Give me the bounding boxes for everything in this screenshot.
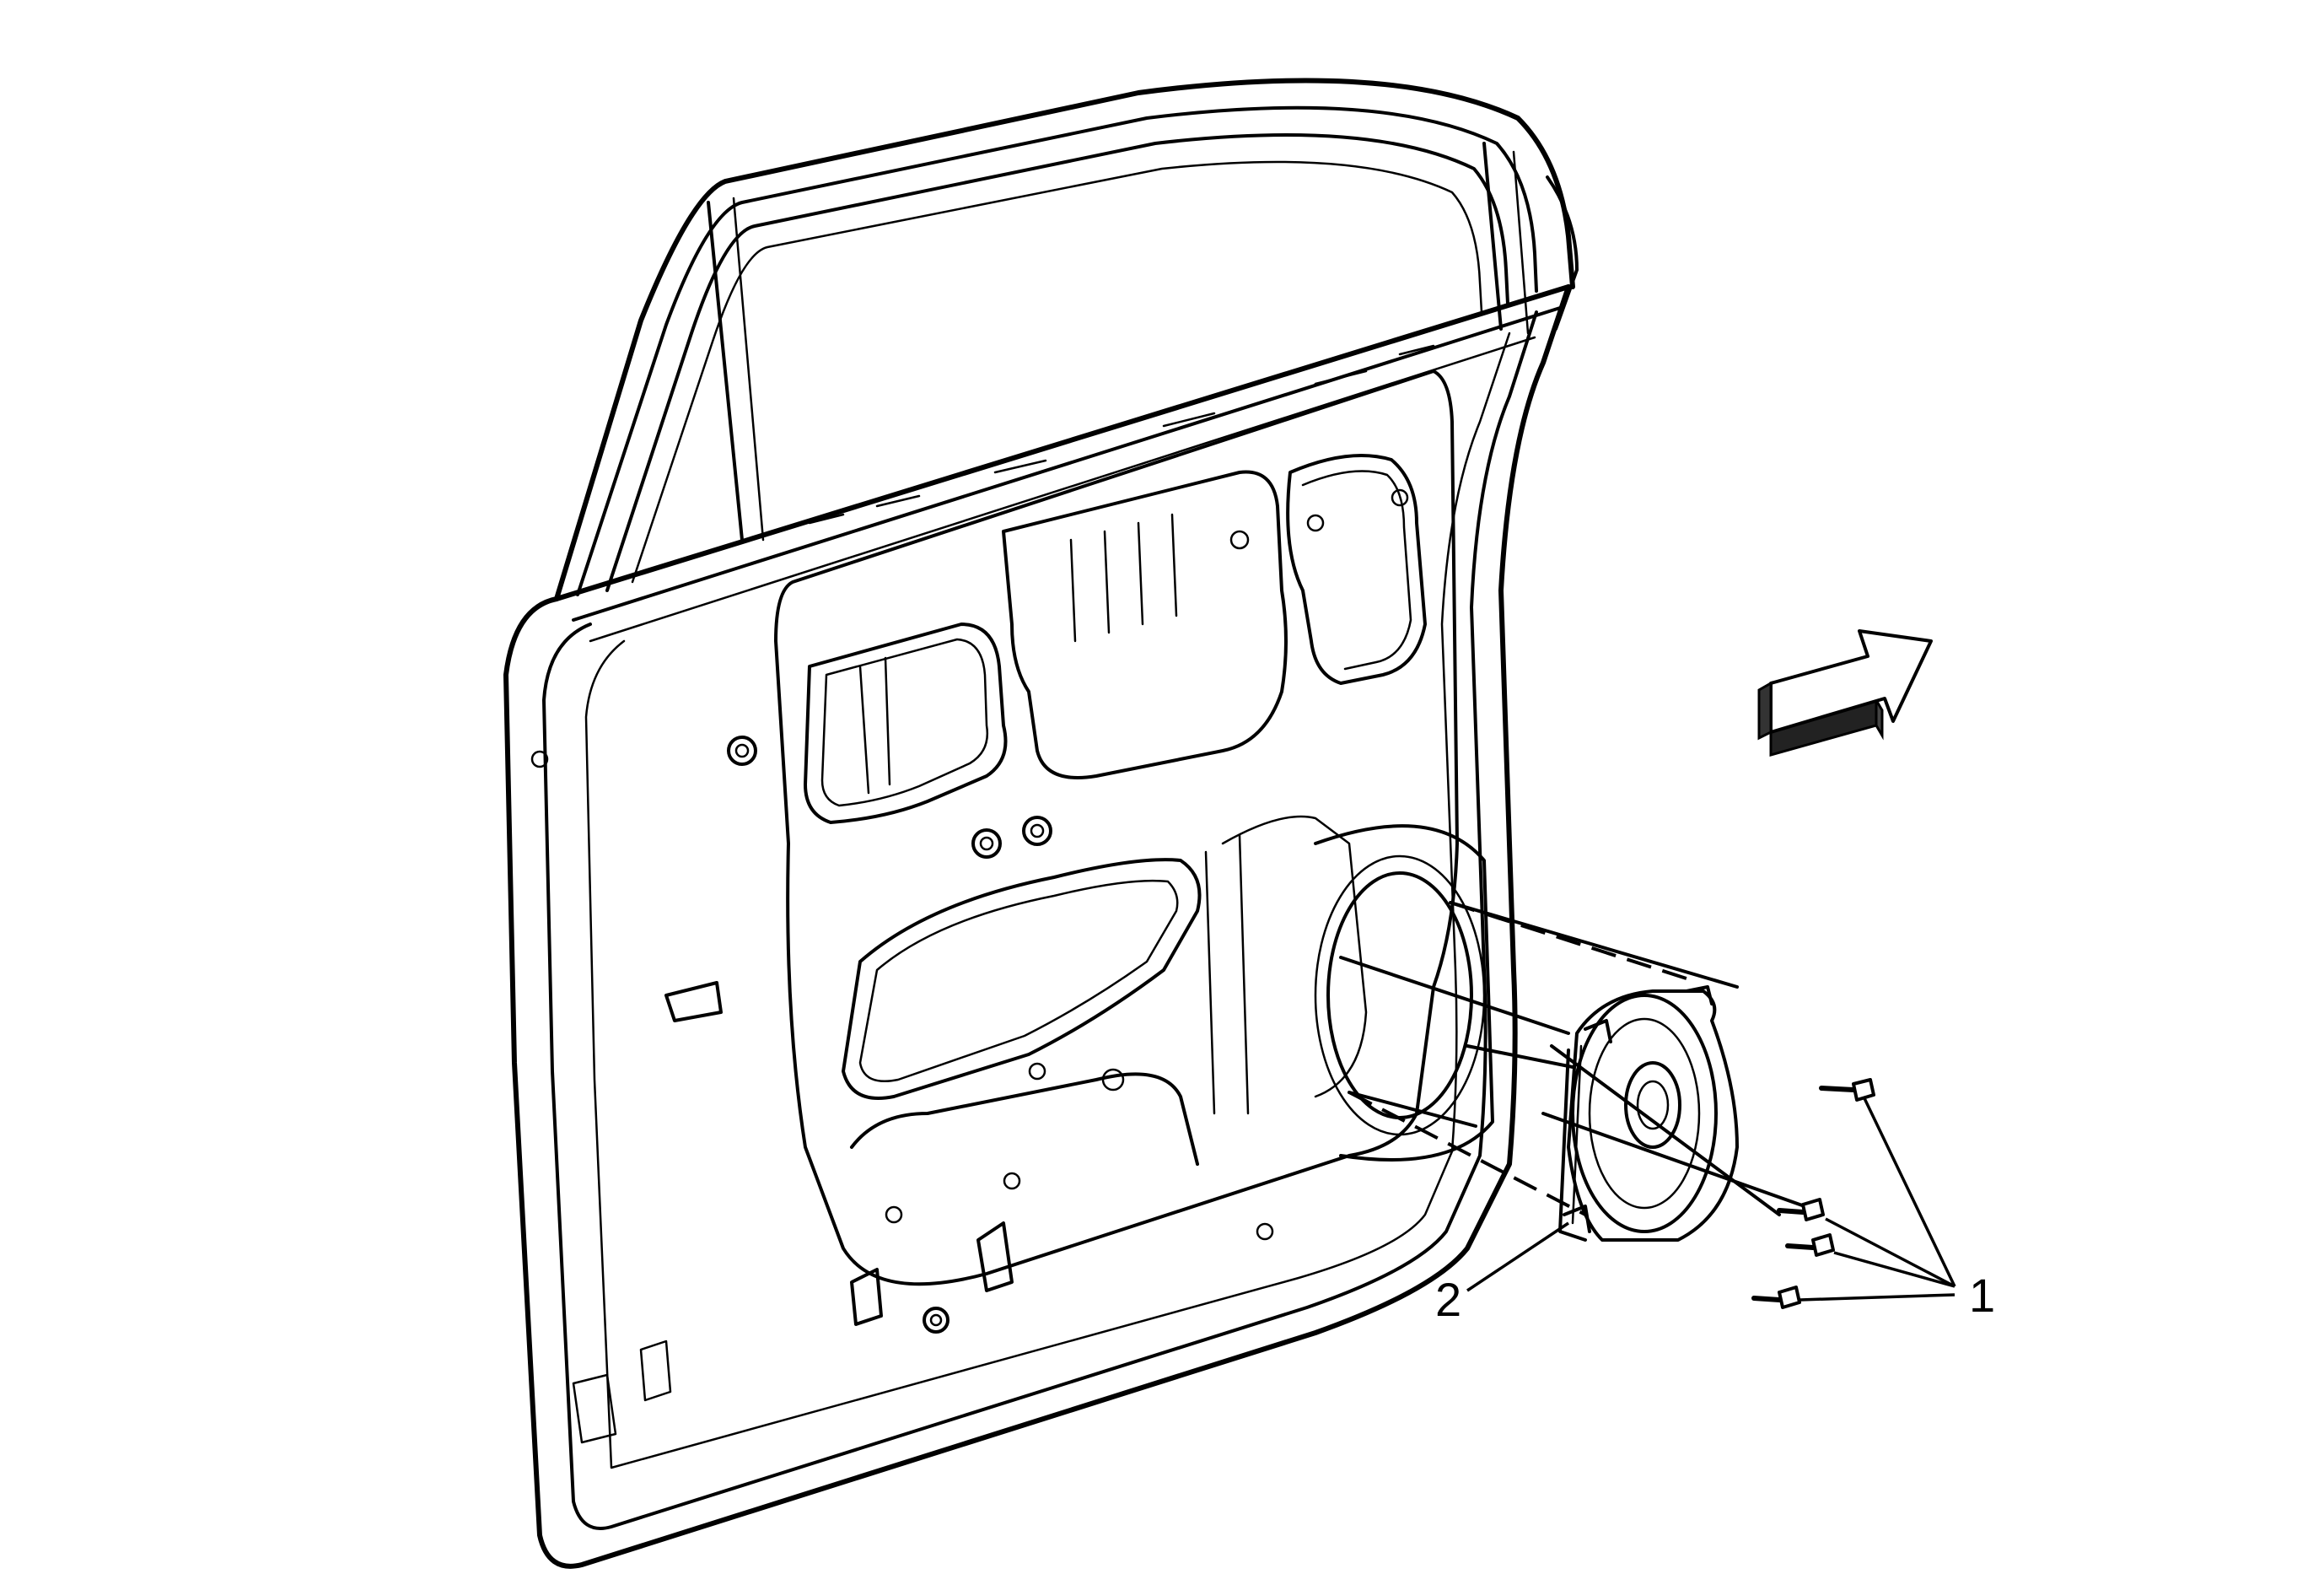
callout-leaders	[1466, 1096, 1956, 1302]
screw-3	[1785, 1233, 1835, 1257]
screw-2	[1777, 1198, 1825, 1221]
door-speaker	[1558, 985, 1739, 1242]
callout-1-label: 1	[1969, 1269, 1995, 1322]
door-inner-panel	[503, 78, 1579, 1569]
vehicle-front-arrow-icon	[1757, 629, 1933, 757]
screw-1	[1819, 1078, 1875, 1102]
callout-2-label: 2	[1435, 1273, 1461, 1326]
speaker-fasteners	[1541, 1044, 1875, 1309]
alignment-lines	[1339, 901, 1739, 1216]
screw-4	[1751, 1286, 1801, 1309]
